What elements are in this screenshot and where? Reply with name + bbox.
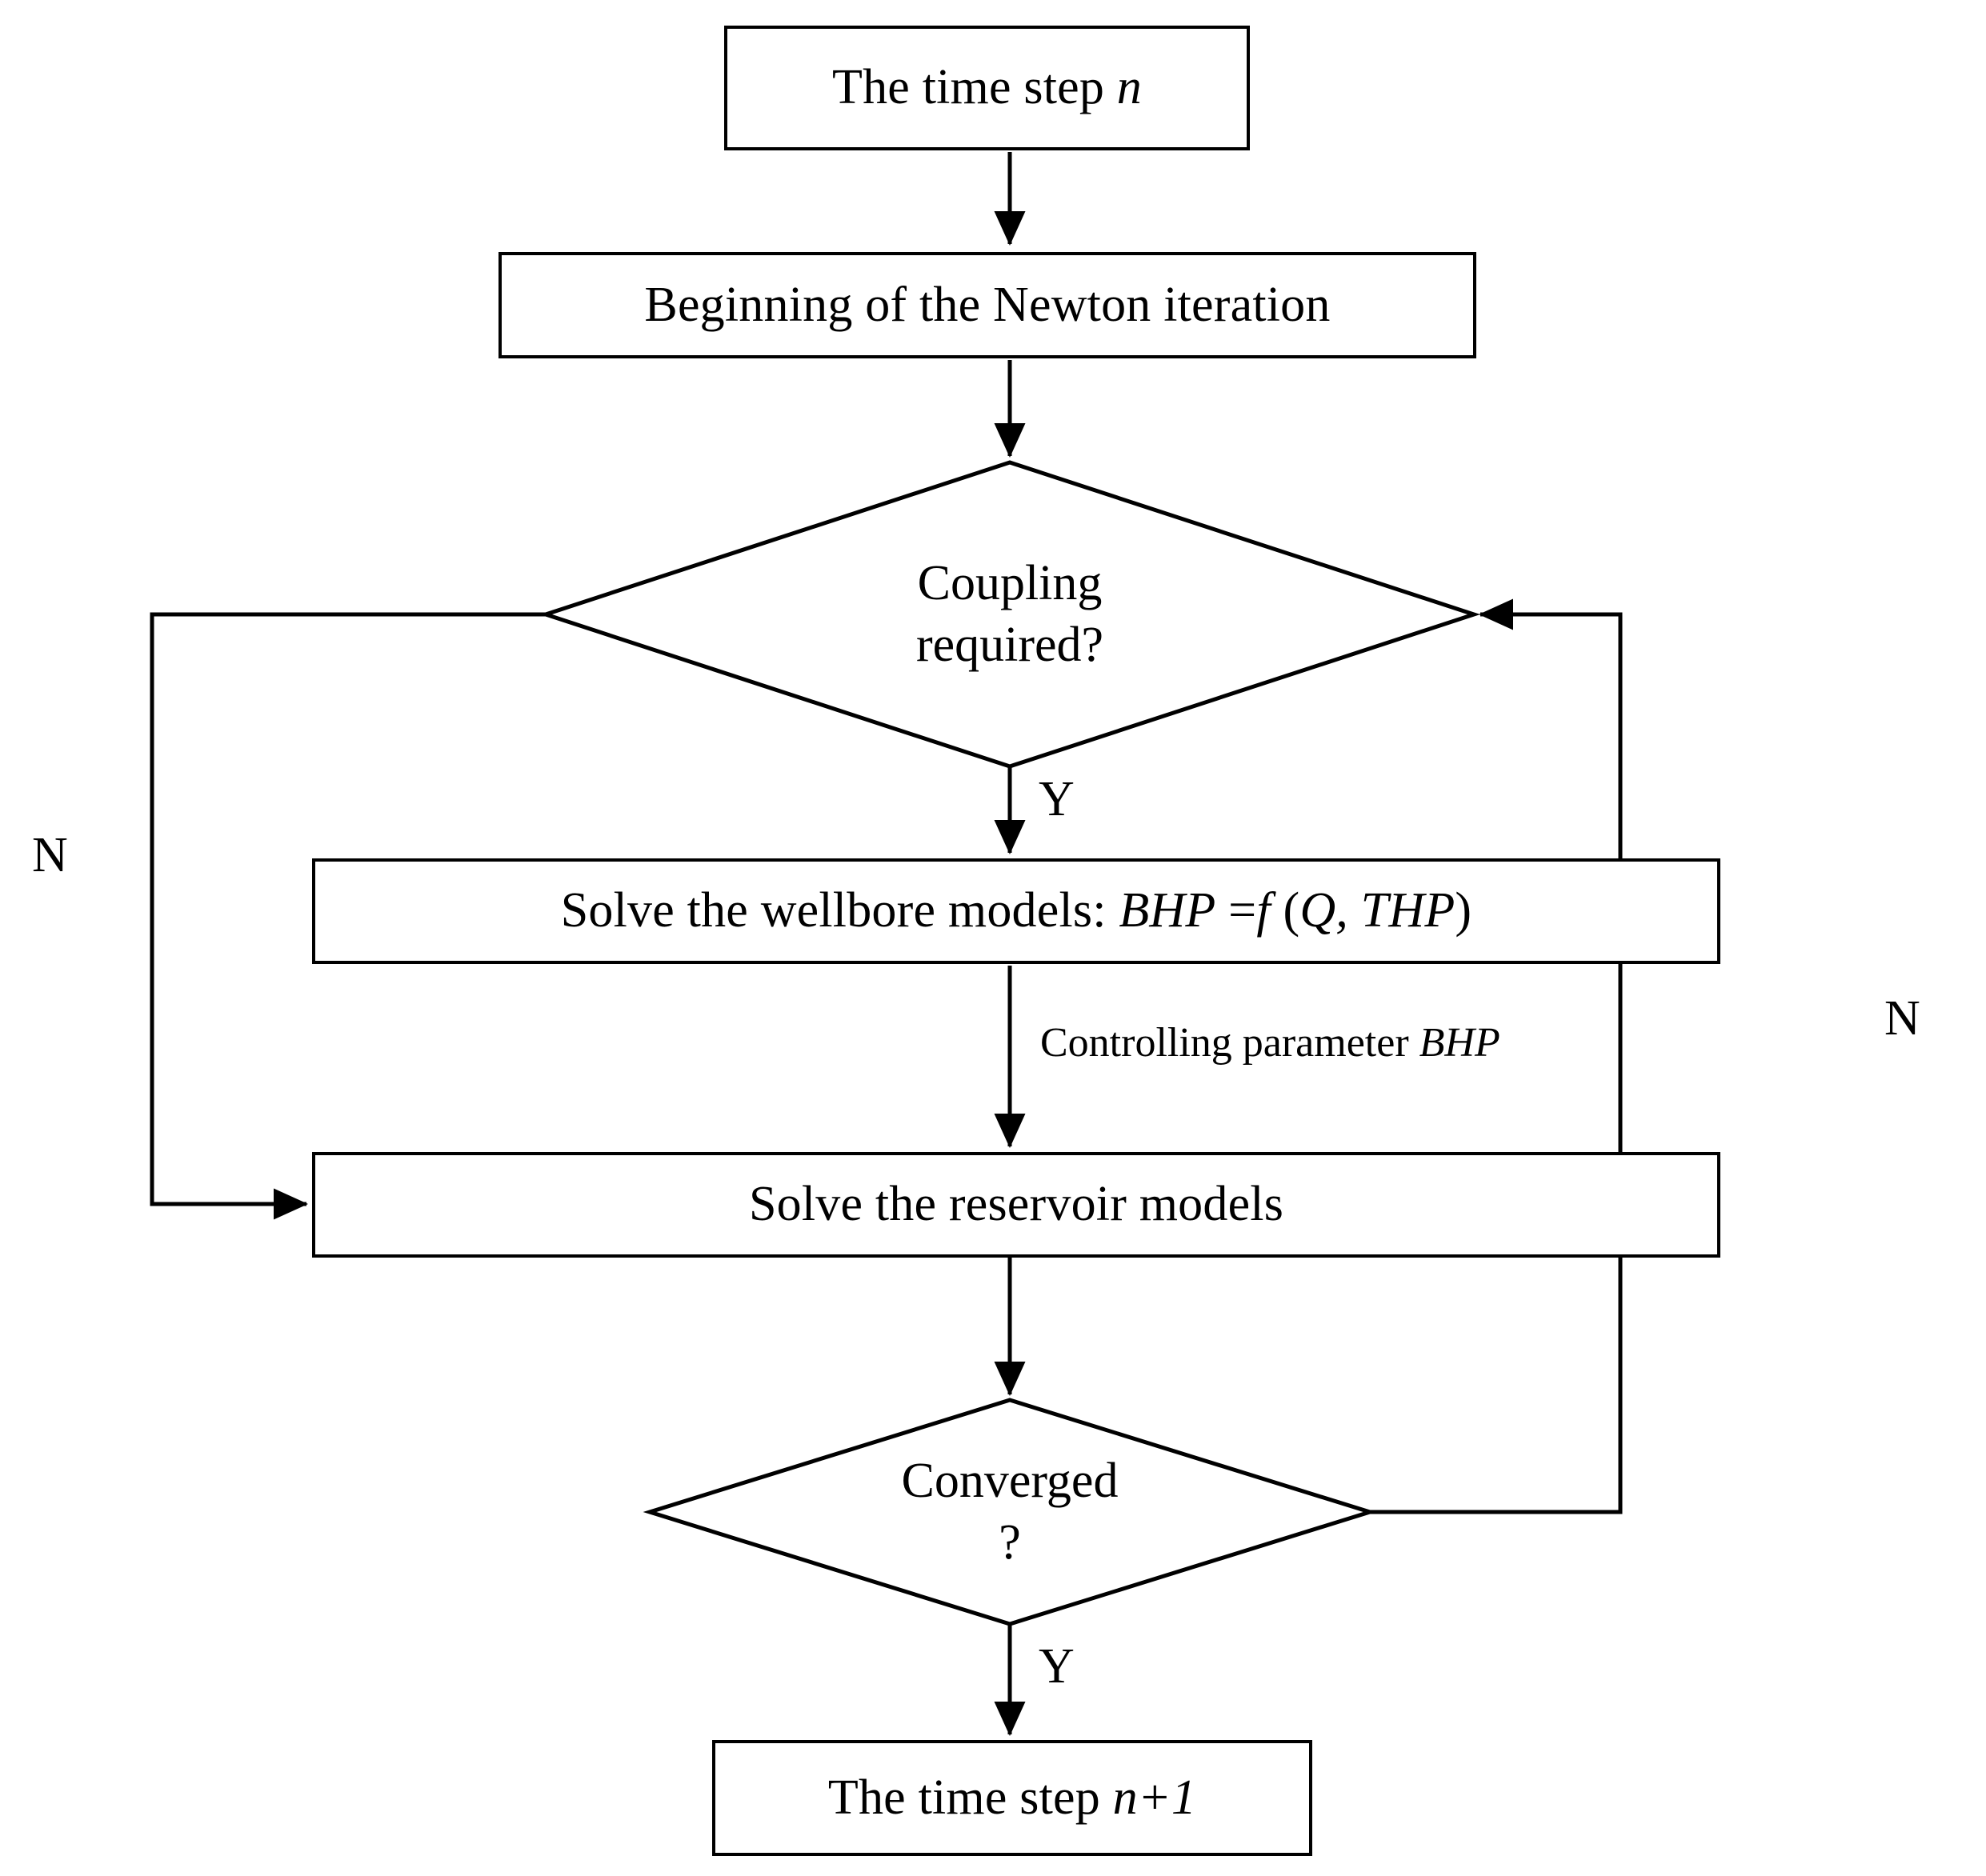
node-reservoir[interactable]: Solve the reservoir models	[312, 1152, 1720, 1258]
connector-converged-no-to-coupling	[1370, 598, 1623, 1514]
edge-label-converged-yes: Y	[1039, 1639, 1075, 1694]
node-reservoir-label: Solve the reservoir models	[748, 1177, 1284, 1232]
edge-label-converged-no: N	[1884, 991, 1920, 1046]
node-start-label: The time step n	[832, 60, 1142, 115]
edge-label-coupling-no: N	[32, 828, 68, 882]
node-wellbore[interactable]: Solve the wellbore models: BHP =f (Q, TH…	[312, 858, 1720, 964]
node-end[interactable]: The time step n+1	[712, 1740, 1312, 1856]
node-start[interactable]: The time step n	[724, 26, 1250, 150]
node-newton-start-label: Beginning of the Newton iteration	[644, 277, 1331, 332]
coupling-decision-shape	[539, 460, 1481, 769]
node-end-label: The time step n+1	[827, 1770, 1197, 1825]
connector-coupling-no-to-reservoir	[150, 612, 546, 1220]
edge-label-controlling-parameter: Controlling parameter BHP	[1040, 1020, 1500, 1066]
edge-label-coupling-yes: Y	[1039, 772, 1075, 826]
node-newton-start[interactable]: Beginning of the Newton iteration	[499, 252, 1476, 358]
node-wellbore-label: Solve the wellbore models: BHP =f (Q, TH…	[560, 883, 1472, 938]
converged-decision-shape	[643, 1398, 1377, 1626]
